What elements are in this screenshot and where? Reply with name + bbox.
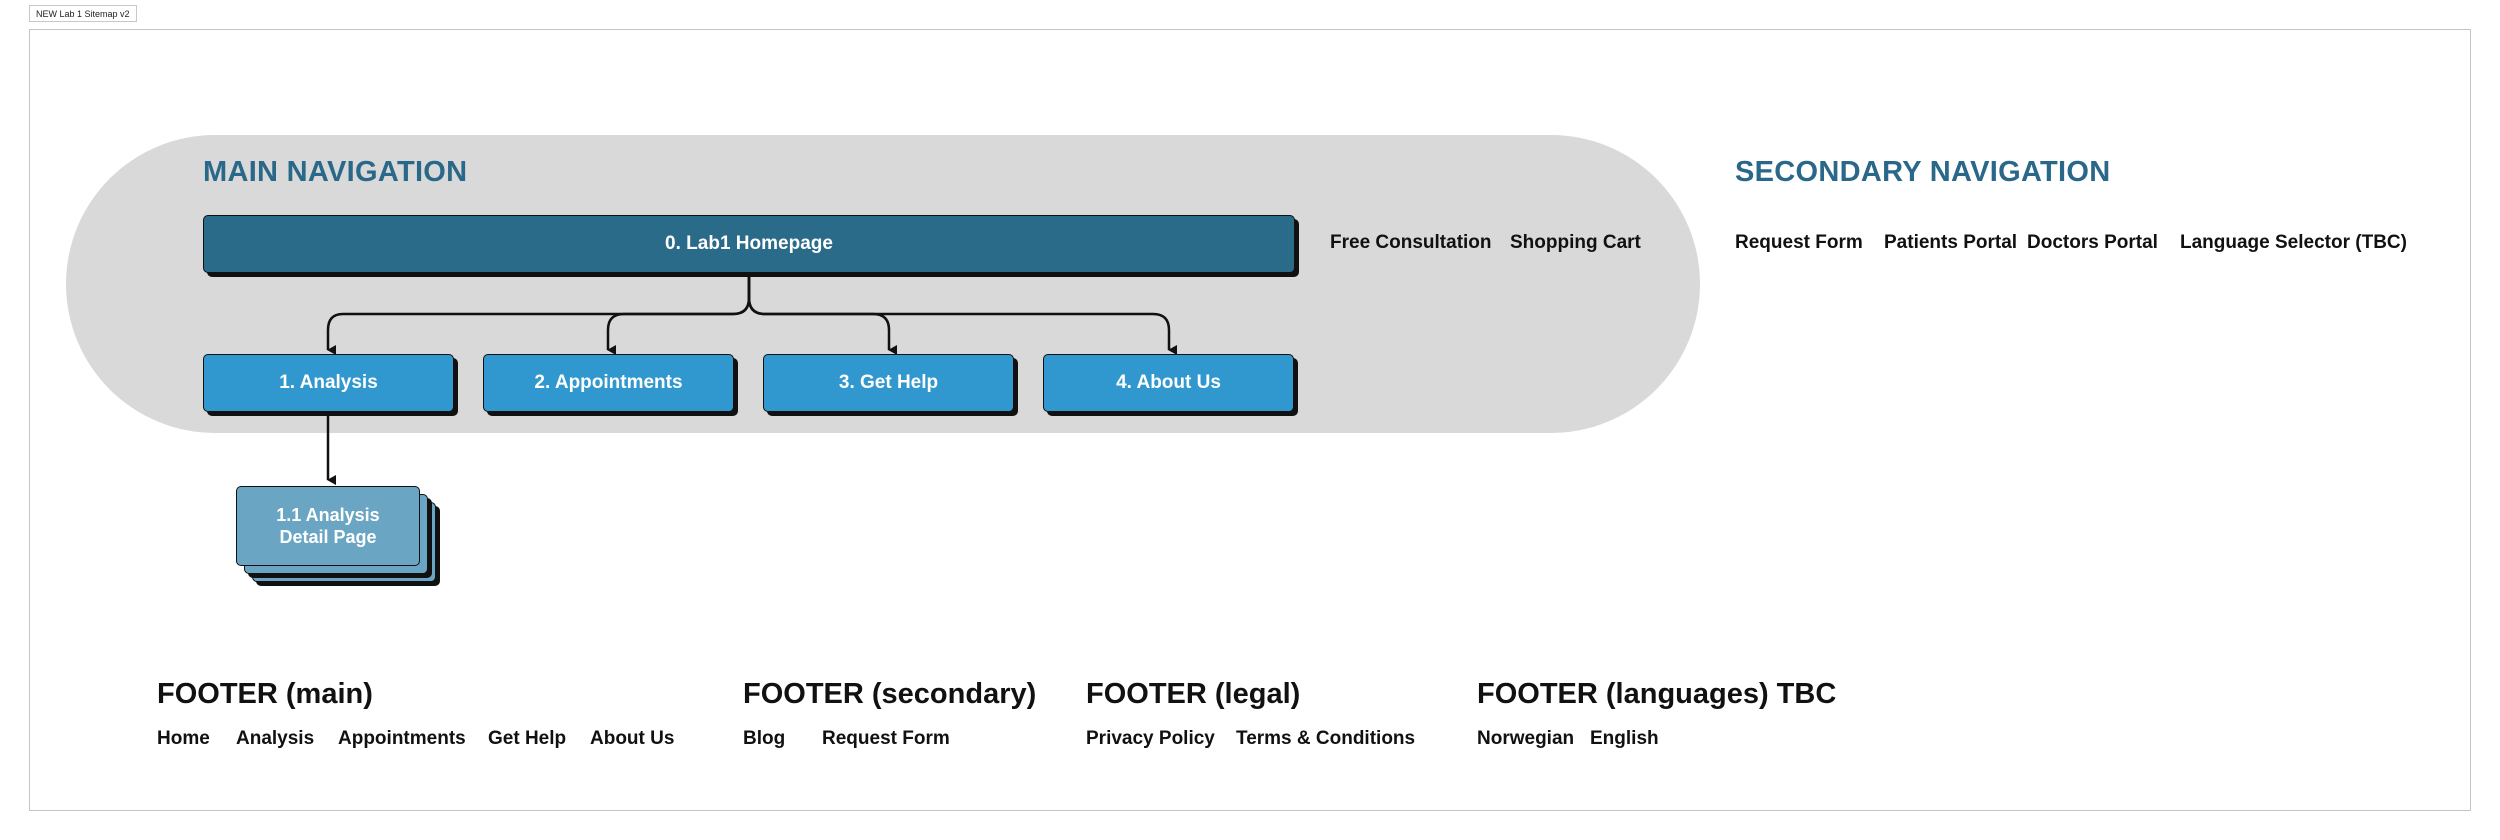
document-tab[interactable]: NEW Lab 1 Sitemap v2 (29, 5, 137, 22)
footer-secondary-title: FOOTER (secondary) (743, 678, 1037, 710)
node-analysis[interactable]: 1. Analysis (203, 354, 454, 412)
secondary-doctors-portal[interactable]: Doctors Portal (2027, 232, 2158, 253)
connector-homepage-to-appointments (606, 277, 751, 355)
util-shopping-cart[interactable]: Shopping Cart (1510, 232, 1641, 253)
secondary-patients-portal[interactable]: Patients Portal (1884, 232, 2018, 253)
canvas-frame (29, 29, 2471, 811)
footer-secondary-request-form[interactable]: Request Form (822, 728, 950, 749)
footer-secondary-blog[interactable]: Blog (743, 728, 786, 749)
connector-homepage-to-about-us (747, 277, 1177, 355)
footer-main-home[interactable]: Home (157, 728, 210, 749)
secondary-request-form[interactable]: Request Form (1735, 232, 1863, 253)
secondary-language-selector[interactable]: Language Selector (TBC) (2180, 232, 2407, 253)
node-appointments[interactable]: 2. Appointments (483, 354, 734, 412)
footer-languages-english[interactable]: English (1590, 728, 1659, 749)
main-navigation-heading: MAIN NAVIGATION (203, 156, 468, 188)
detail-page-line-1: 1.1 Analysis (276, 505, 380, 525)
secondary-navigation-heading: SECONDARY NAVIGATION (1735, 156, 2111, 188)
footer-main-analysis[interactable]: Analysis (236, 728, 315, 749)
footer-main-about-us[interactable]: About Us (590, 728, 675, 749)
footer-main-title: FOOTER (main) (157, 678, 373, 710)
node-analysis-detail-page[interactable]: 1.1 Analysis Detail Page (236, 486, 420, 566)
footer-languages-title: FOOTER (languages) TBC (1477, 678, 1837, 710)
footer-legal-privacy-policy[interactable]: Privacy Policy (1086, 728, 1215, 749)
footer-main-appointments[interactable]: Appointments (338, 728, 466, 749)
util-free-consultation[interactable]: Free Consultation (1330, 232, 1492, 253)
homepage-node[interactable]: 0. Lab1 Homepage (203, 215, 1295, 273)
node-about-us[interactable]: 4. About Us (1043, 354, 1294, 412)
footer-main-get-help[interactable]: Get Help (488, 728, 567, 749)
detail-page-line-2: Detail Page (279, 527, 377, 547)
footer-languages-norwegian[interactable]: Norwegian (1477, 728, 1575, 749)
footer-legal-terms[interactable]: Terms & Conditions (1236, 728, 1416, 749)
node-get-help[interactable]: 3. Get Help (763, 354, 1014, 412)
footer-legal-title: FOOTER (legal) (1086, 678, 1301, 710)
